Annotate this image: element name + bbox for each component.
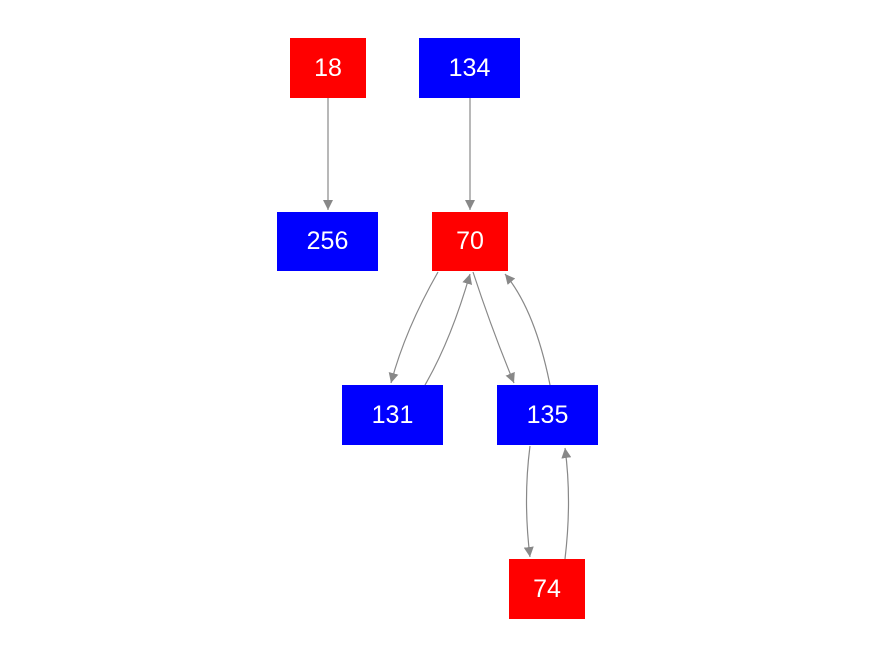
edge-135-to-74	[523, 445, 534, 558]
node-256: 256	[277, 212, 378, 271]
edge-135-to-70	[504, 273, 551, 386]
node-70: 70	[432, 212, 508, 271]
edge-74-to-135	[561, 447, 572, 560]
node-134: 134	[419, 38, 520, 98]
node-18: 18	[290, 38, 366, 98]
edge-70-to-131	[388, 271, 439, 384]
node-131: 131	[342, 385, 443, 445]
edge-70-to-135	[472, 271, 515, 384]
node-135: 135	[497, 385, 598, 445]
edge-131-to-70	[424, 273, 473, 386]
node-74: 74	[509, 559, 585, 619]
